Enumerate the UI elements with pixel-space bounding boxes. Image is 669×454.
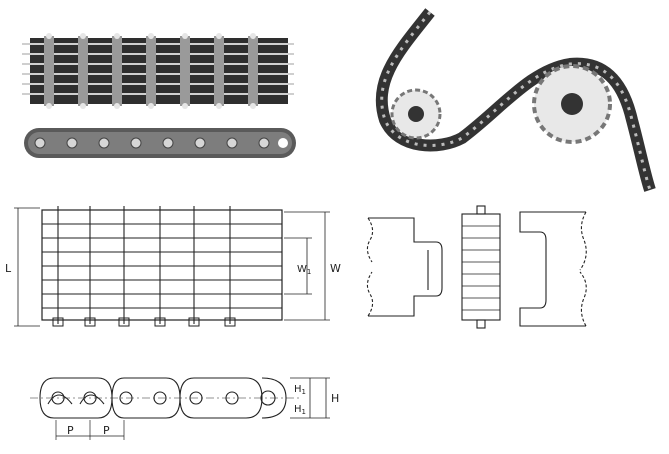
label-pitch-left: P — [67, 424, 74, 437]
drawing-link-profile-right — [519, 211, 587, 327]
label-height-upper: H1 — [294, 384, 306, 396]
label-width: W — [330, 262, 341, 275]
drawing-top-view — [14, 206, 330, 327]
drawing-link-profile-center — [461, 205, 501, 329]
label-pitch-right: P — [103, 424, 110, 437]
photo-chain-on-sprockets — [375, 8, 656, 192]
drawing-side-view — [30, 377, 330, 440]
label-length: L — [5, 262, 12, 275]
label-height: H — [331, 392, 339, 405]
photo-multistrand-chain — [22, 33, 294, 109]
drawing-link-profile-left — [366, 217, 443, 317]
label-height-lower: H1 — [294, 404, 306, 416]
label-width-inner: W1 — [297, 264, 311, 276]
photo-chain-side-view — [24, 128, 296, 158]
